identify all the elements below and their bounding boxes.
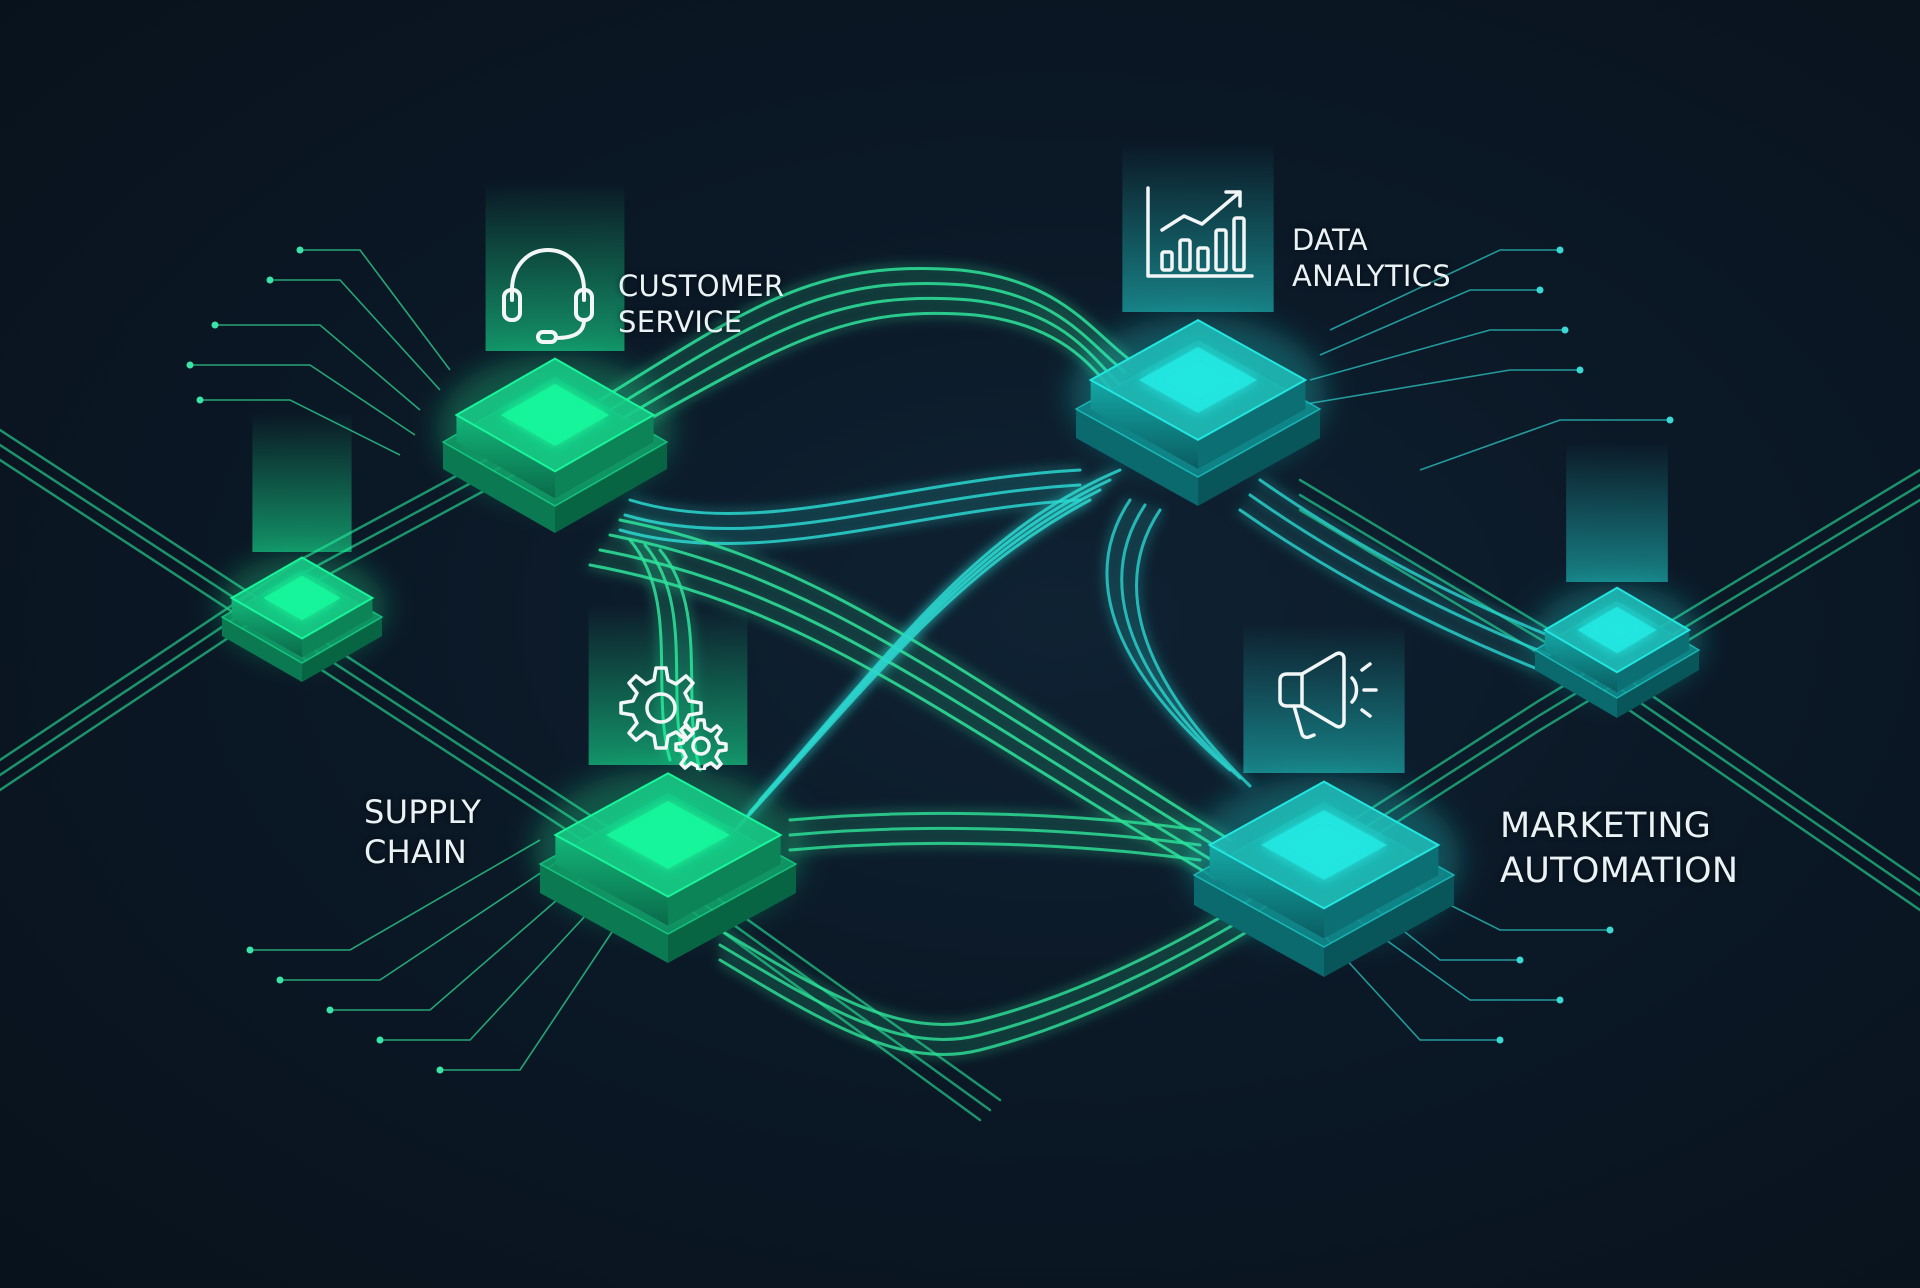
label-line: CUSTOMER [618,269,785,303]
interconnect-bundles [588,267,1562,1056]
label-line: CHAIN [364,833,468,871]
node-base-left [1076,409,1198,506]
node-beam [252,412,352,552]
nodes-layer [218,142,1704,977]
node-top-right [1198,380,1306,469]
node-base-right [1198,409,1320,506]
node-top-left [1544,630,1617,693]
node-data-analytics[interactable] [1069,142,1327,506]
node-core [1577,606,1657,654]
trace-endpoints [186,246,444,1074]
node-core [1261,810,1387,880]
node-base-left [1535,650,1617,718]
gears-icon [619,666,728,770]
node-core [500,384,610,446]
node-top-left [555,835,668,926]
node-top-right [668,835,781,926]
node-marketing-automation[interactable] [1187,623,1461,977]
node-beam [1243,623,1405,773]
node-base-right [1617,650,1699,718]
label-line: MARKETING [1500,806,1712,846]
node-top-right [1324,845,1439,939]
node-top-left [1090,380,1198,469]
node-top-right [555,415,654,499]
node-beam [1566,442,1668,582]
node-supply-chain[interactable] [533,605,803,963]
trace-endpoints-cyan [1496,246,1674,1044]
label-customer-service: CUSTOMER SERVICE [618,268,784,340]
label-data-analytics: DATA ANALYTICS [1292,222,1451,294]
node-base-left [1194,875,1324,977]
label-line: ANALYTICS [1292,259,1452,293]
node-top-left [1209,845,1324,939]
headset-icon [502,248,594,344]
node-base-left [443,442,555,533]
node-base-right [668,864,796,963]
node-top-right [1617,630,1690,693]
circuit-traces [190,249,1670,1071]
node-base-left [222,617,302,682]
megaphone-icon [1278,651,1378,740]
node-base-right [555,442,667,533]
node-right-hub[interactable] [1530,442,1704,718]
node-top-right [302,598,373,658]
label-supply-chain: SUPPLY CHAIN [364,792,481,872]
node-core [1138,347,1258,413]
node-customer-service[interactable] [437,181,673,533]
node-left-hub[interactable] [218,412,386,682]
node-base-left [540,864,668,963]
node-top-left [456,415,555,499]
label-line: AUTOMATION [1500,851,1739,891]
node-top-left [231,598,302,658]
label-marketing-automation: MARKETING AUTOMATION [1500,804,1738,894]
node-core [263,575,341,621]
label-line: SERVICE [618,305,743,339]
label-line: DATA [1292,223,1368,257]
node-core [606,801,730,869]
node-beam [485,181,625,351]
label-line: SUPPLY [364,793,482,831]
node-base-right [302,617,382,682]
bar-chart-icon [1146,186,1254,278]
node-base-right [1324,875,1454,977]
